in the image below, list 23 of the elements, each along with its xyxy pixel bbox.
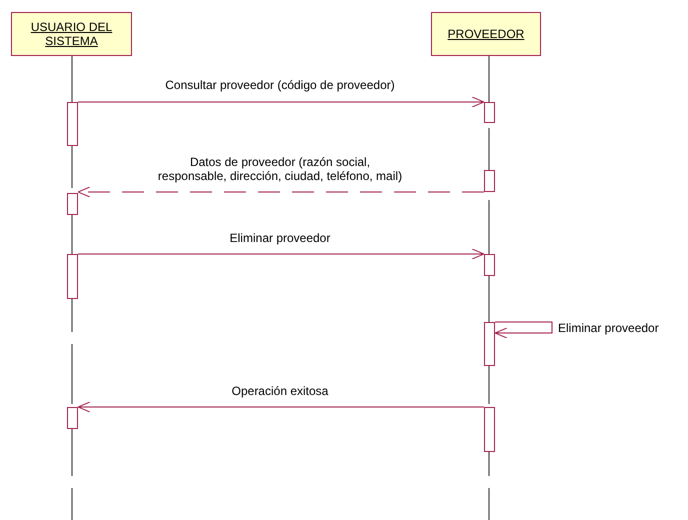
activation-bar (484, 170, 495, 192)
lifeline-header (431, 12, 541, 56)
message-arrow (78, 248, 484, 260)
message-label: Consultar proveedor (código de proveedor) (164, 78, 396, 92)
participant-name: PROVEEDOR (448, 27, 524, 41)
participant-name: USUARIO DEL SISTEMA (30, 20, 114, 48)
message-label: Eliminar proveedor (230, 231, 330, 245)
message-label: Datos de proveedor (razón social, responsable, dirección, ciudad, teléfono, mail) (156, 155, 404, 183)
message-arrow (78, 186, 484, 198)
activation-bar (484, 322, 495, 366)
activation-bar (67, 193, 78, 215)
message-label: Operación exitosa (232, 384, 328, 398)
activation-bar (484, 407, 495, 452)
activation-bar (67, 254, 78, 299)
message-arrow (78, 96, 484, 108)
message-arrow (494, 322, 552, 338)
activation-bar (67, 102, 78, 146)
activation-bar (67, 407, 78, 429)
message-label: Eliminar proveedor (558, 321, 659, 335)
lifeline-header (11, 12, 132, 56)
activation-bar (484, 102, 495, 123)
message-arrow (78, 402, 484, 412)
activation-bar (484, 254, 495, 276)
